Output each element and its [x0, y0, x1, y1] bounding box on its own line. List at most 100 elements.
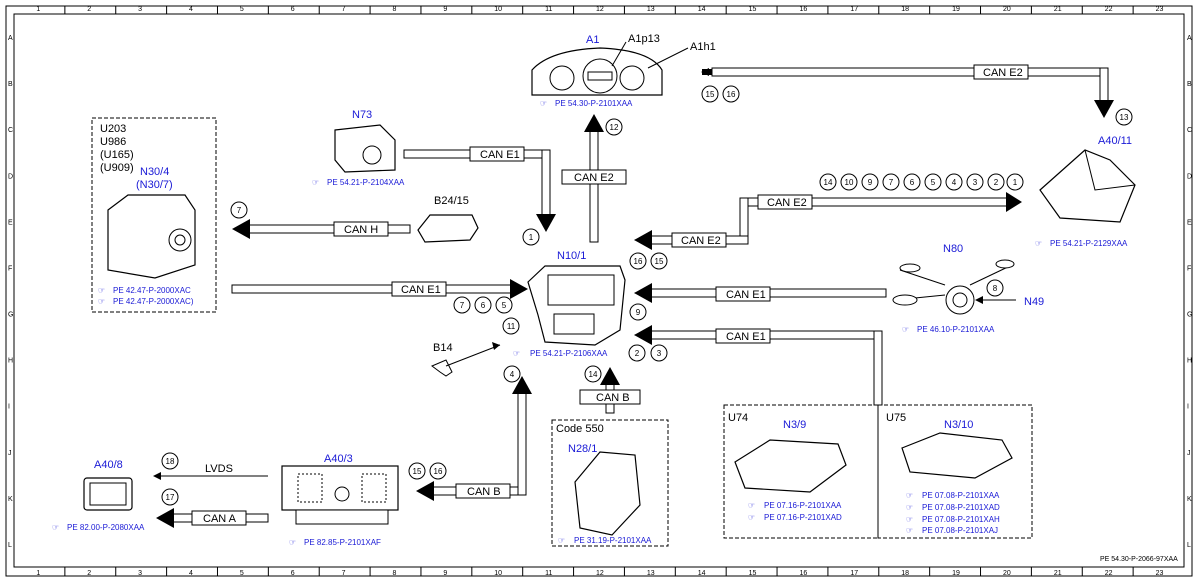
can-b-n28-label: CAN B — [596, 392, 630, 404]
n30-component: U203 U986 (U165) (U909) N30/4 (N30/7) ☞ … — [91, 117, 217, 313]
svg-text:☞: ☞ — [1035, 239, 1042, 248]
can-a-label: CAN A — [203, 513, 237, 525]
bus-can-h: CAN H — [232, 219, 411, 239]
callout-number: 3 — [657, 349, 662, 358]
grid-column-label: 15 — [749, 6, 757, 13]
bus-can-a: CAN A — [156, 508, 269, 528]
can-h-label: CAN H — [344, 224, 378, 236]
grid-row-label: I — [8, 404, 10, 411]
n30-ref-2: PE 42.47-P-2000XAC) — [113, 297, 194, 306]
svg-text:☞: ☞ — [748, 513, 755, 522]
grid-row-label: H — [1187, 358, 1192, 365]
callout-circle — [650, 344, 668, 362]
callout-circle — [1006, 173, 1024, 191]
grid-column-label: 17 — [850, 570, 858, 577]
callout-number: 9 — [868, 178, 873, 187]
callout-circle — [924, 173, 942, 191]
grid-row-label: K — [8, 496, 13, 503]
n30-ref-1: PE 42.47-P-2000XAC — [113, 286, 191, 295]
grid-row-label: F — [8, 265, 12, 272]
svg-text:☞: ☞ — [902, 325, 909, 334]
svg-text:☞: ☞ — [98, 297, 105, 306]
grid-row-label: E — [8, 219, 13, 226]
grid-column-label: 23 — [1156, 570, 1164, 577]
callout-circle — [1115, 108, 1133, 126]
a40-3-label: A40/3 — [324, 453, 353, 465]
grid-row-label: L — [8, 542, 12, 549]
svg-text:☞: ☞ — [906, 491, 913, 500]
variant-u203: U203 — [100, 123, 126, 135]
can-e1-n73-label: CAN E1 — [480, 149, 520, 161]
can-e2-right-label: CAN E2 — [767, 197, 807, 209]
callout-number: 17 — [166, 493, 175, 502]
b24-15-component: B24/15 — [417, 195, 479, 243]
n3-10-label: N3/10 — [944, 419, 973, 431]
callout-circle — [502, 317, 520, 335]
callout-number: 16 — [634, 257, 643, 266]
grid-ruler: 1122334455667788991010111112121313141415… — [8, 6, 1192, 577]
callout-number: 6 — [910, 178, 915, 187]
book-icon: ☞ — [540, 99, 547, 108]
callout-number: 14 — [824, 178, 833, 187]
callout-circle — [819, 173, 837, 191]
callout-circle — [503, 365, 521, 383]
callout-number: 2 — [635, 349, 640, 358]
grid-row-label: I — [1187, 404, 1189, 411]
callout-circle — [966, 173, 984, 191]
n3-9-label: N3/9 — [783, 419, 806, 431]
u74-label: U74 — [728, 412, 748, 424]
callout-circle — [629, 303, 647, 321]
a40-11-ref: PE 54.21-P-2129XAA — [1050, 239, 1128, 248]
grid-column-label: 19 — [952, 6, 960, 13]
n80-component: N80 N49 ☞ PE 46.10-P-2101XAA — [892, 243, 1044, 334]
grid-column-label: 19 — [952, 570, 960, 577]
grid-row-label: K — [1187, 496, 1192, 503]
can-e2-up-label: CAN E2 — [574, 172, 614, 184]
b14-label: B14 — [433, 342, 453, 354]
n80-ref: PE 46.10-P-2101XAA — [917, 325, 995, 334]
bus-lvds: LVDS — [153, 463, 268, 480]
callout-number: 12 — [610, 123, 619, 132]
svg-text:☞: ☞ — [52, 523, 59, 532]
inner-frame — [13, 13, 1185, 568]
callout-circle — [650, 252, 668, 270]
grid-column-label: 16 — [799, 6, 807, 13]
grid-column-label: 14 — [698, 570, 706, 577]
grid-row-label: B — [8, 81, 13, 88]
n49-label: N49 — [1024, 296, 1044, 308]
callout-circle — [701, 85, 719, 103]
svg-text:☞: ☞ — [312, 178, 319, 187]
n3-9-ref-2: PE 07.16-P-2101XAD — [764, 513, 842, 522]
svg-text:☞: ☞ — [748, 501, 755, 510]
callout-number: 5 — [931, 178, 936, 187]
grid-column-label: 22 — [1105, 6, 1113, 13]
n3-10-ref-4: PE 07.08-P-2101XAJ — [922, 526, 998, 535]
bus-can-e1-ecu: CAN E1 — [634, 325, 883, 406]
grid-column-label: 13 — [647, 6, 655, 13]
grid-column-label: 5 — [240, 6, 244, 13]
grid-column-label: 10 — [494, 6, 502, 13]
callout-circle — [161, 452, 179, 470]
bus-can-e2-up: CAN E2 — [561, 114, 627, 243]
grid-column-label: 5 — [240, 570, 244, 577]
callout-number: 15 — [655, 257, 664, 266]
callout-number: 4 — [510, 370, 515, 379]
grid-column-label: 15 — [749, 570, 757, 577]
variant-u909: (U909) — [100, 162, 134, 174]
svg-text:☞: ☞ — [906, 503, 913, 512]
callout-number: 18 — [166, 457, 175, 466]
grid-column-label: 7 — [342, 6, 346, 13]
grid-column-label: 3 — [138, 6, 142, 13]
callout-circle — [861, 173, 879, 191]
callout-number: 7 — [460, 301, 465, 310]
a40-11-label: A40/11 — [1098, 135, 1132, 147]
grid-column-label: 1 — [36, 570, 40, 577]
callout-circle — [628, 344, 646, 362]
a40-3-ref: PE 82.85-P-2101XAF — [304, 538, 381, 547]
grid-column-label: 18 — [901, 570, 909, 577]
callout-circle — [584, 365, 602, 383]
grid-column-label: 9 — [443, 570, 447, 577]
grid-row-label: A — [1187, 35, 1192, 42]
n73-label: N73 — [352, 109, 372, 121]
callout-circle — [453, 296, 471, 314]
